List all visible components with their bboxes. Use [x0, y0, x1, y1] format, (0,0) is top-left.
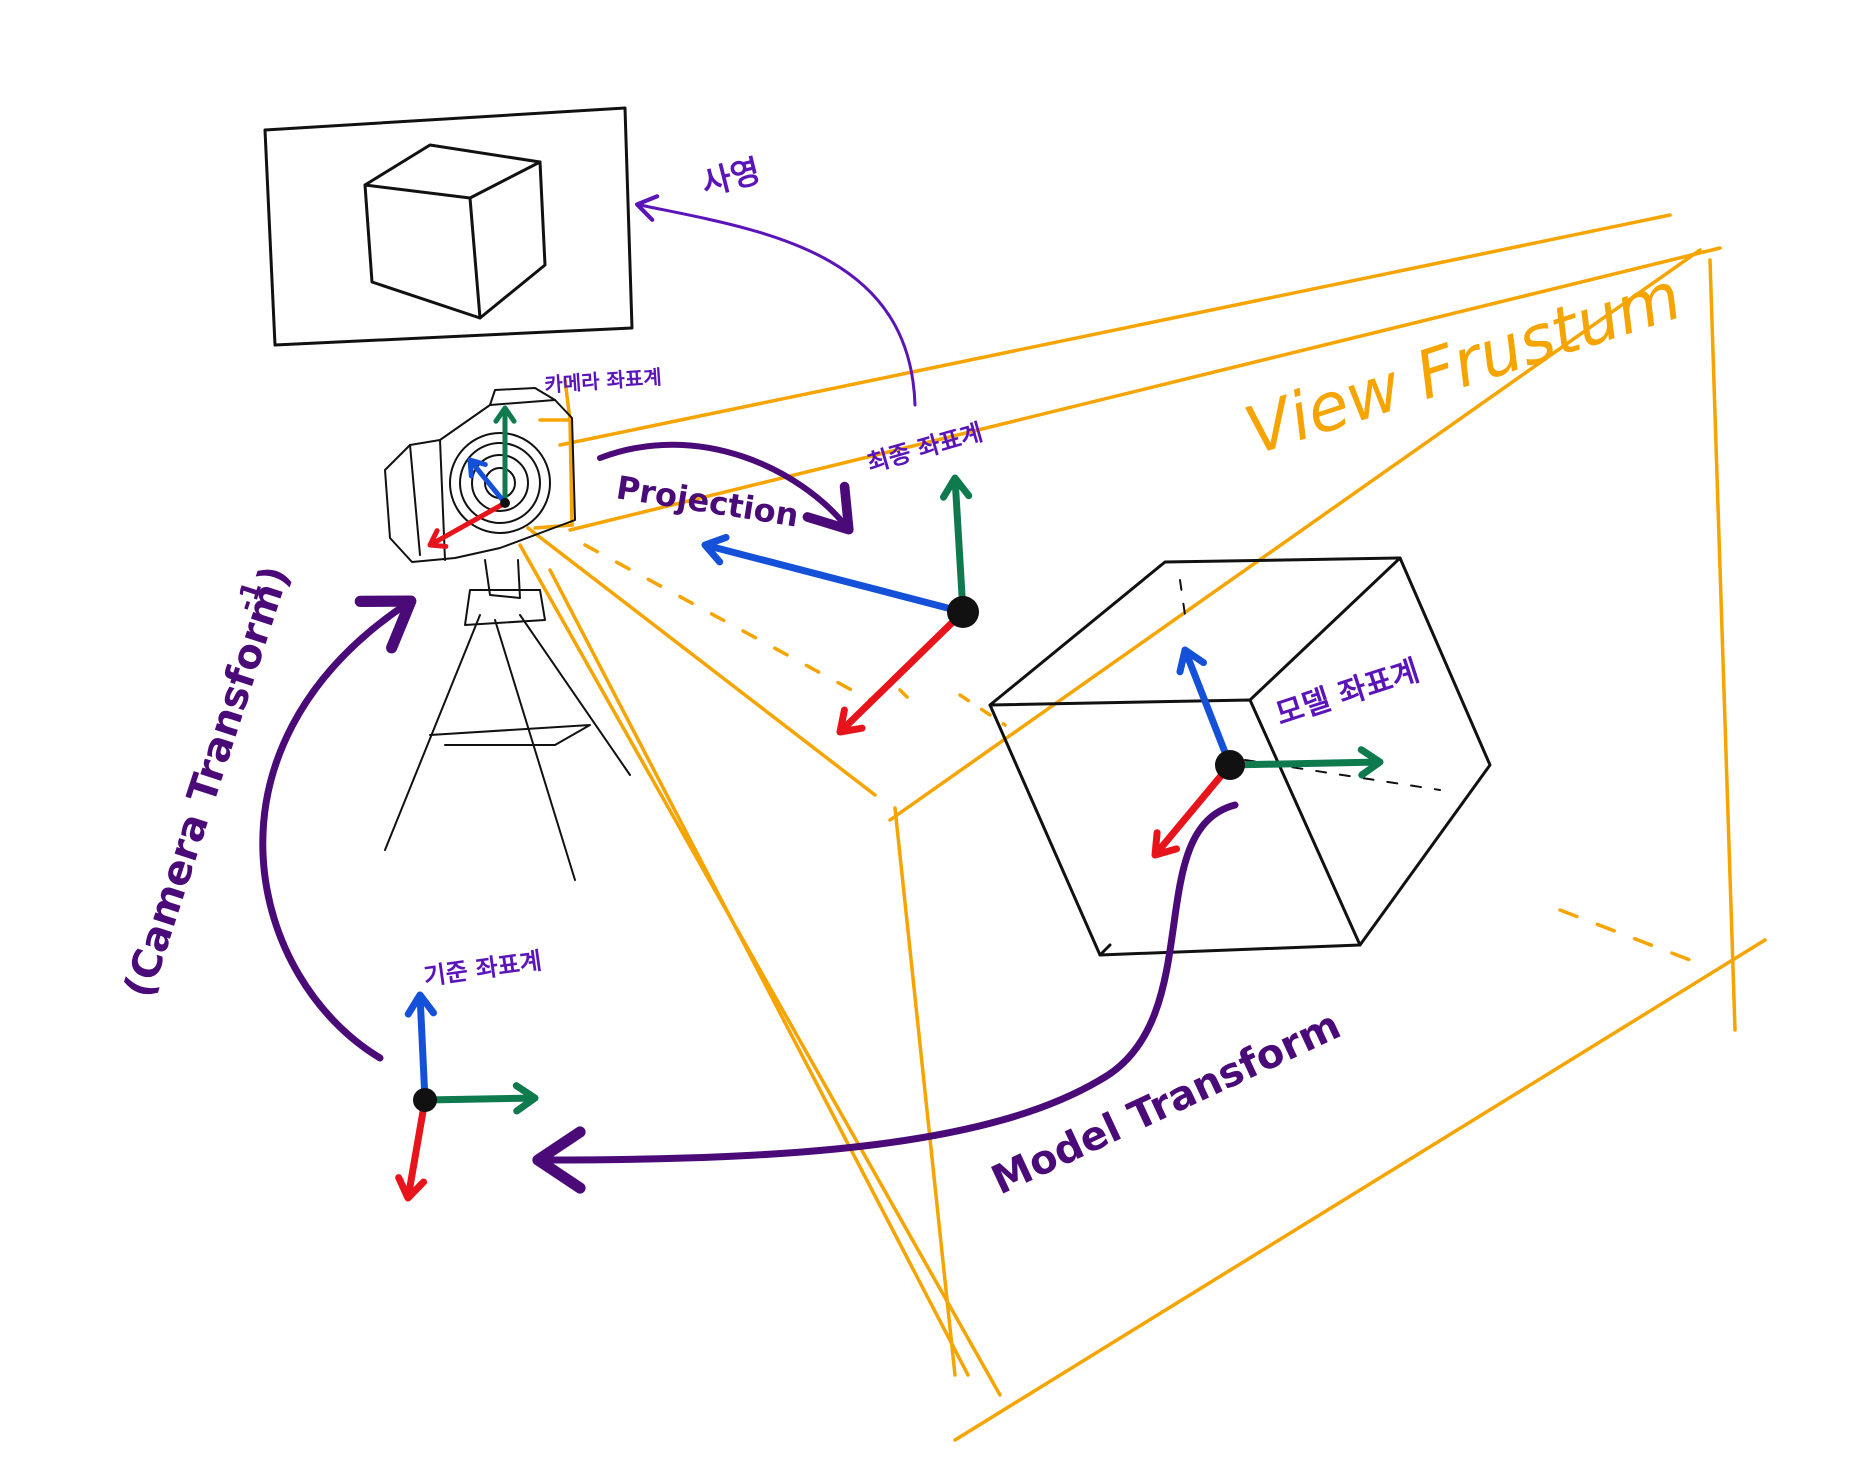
- final-frame: [701, 474, 979, 736]
- camera-frame: [427, 405, 517, 549]
- model-frame: [1151, 646, 1384, 859]
- blue-axis-arrow: [467, 457, 508, 506]
- label-camera-coords: 카메라 좌표계: [544, 365, 663, 397]
- model-transform-arrow: [532, 801, 1239, 1194]
- transform-arrows: [259, 194, 1239, 1194]
- origin-dot: [1215, 750, 1245, 780]
- green-axis-arrow: [1226, 746, 1384, 779]
- label-projection-screen: 사영: [698, 152, 764, 203]
- red-axis-arrow: [836, 608, 967, 736]
- label-model-transform: Model Transform: [985, 1002, 1348, 1204]
- origin-dot: [947, 596, 979, 628]
- coordinate-axes: [395, 405, 1384, 1202]
- origin-dot: [500, 498, 510, 508]
- label-reference-coords: 기준 좌표계: [422, 947, 544, 991]
- reference-frame: [395, 991, 539, 1202]
- camera-transform-arrow: [259, 595, 417, 1062]
- origin-dot: [413, 1088, 437, 1112]
- label-projection: Projection: [614, 468, 802, 534]
- red-axis-arrow: [1151, 761, 1234, 859]
- blue-axis-arrow: [1176, 646, 1234, 769]
- camera-on-tripod: [384, 387, 631, 881]
- projection-arrow: [597, 441, 854, 535]
- label-model-coords: 모델 좌표계: [1272, 653, 1424, 732]
- red-axis-arrow: [427, 500, 508, 549]
- blue-axis-arrow: [404, 991, 438, 1104]
- view-frustum: [518, 213, 1767, 1442]
- green-axis-arrow: [939, 474, 973, 616]
- projection-screen: [263, 106, 634, 347]
- green-axis-arrow: [493, 405, 517, 506]
- label-final-coords: 최종 좌표계: [864, 418, 986, 478]
- green-axis-arrow: [421, 1082, 539, 1115]
- projection-screen-arrow: [634, 194, 917, 407]
- blue-axis-arrow: [701, 533, 967, 616]
- red-axis-arrow: [395, 1096, 429, 1202]
